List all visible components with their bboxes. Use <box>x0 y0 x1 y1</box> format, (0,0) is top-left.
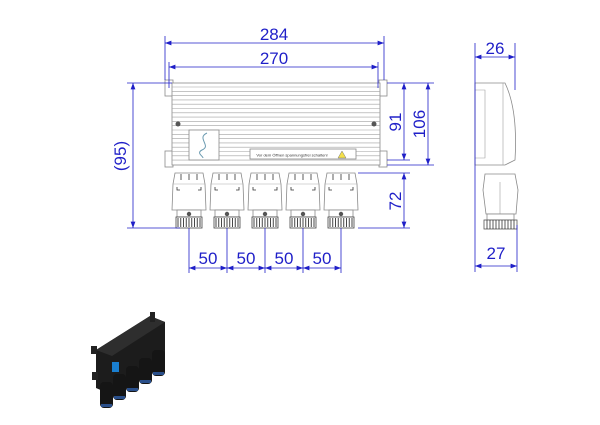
actuator <box>247 172 283 229</box>
dim-pitch-4: 50 <box>313 249 332 268</box>
product-3d-render <box>91 312 165 408</box>
dim-side-housing: 26 <box>486 39 505 58</box>
dim-side-actuator: 27 <box>487 244 506 263</box>
dim-housing-inner: 91 <box>386 113 405 132</box>
dim-actuator-height: 72 <box>386 192 405 211</box>
dim-pitch-2: 50 <box>237 249 256 268</box>
actuator <box>171 172 207 229</box>
dim-overall-height: (95) <box>111 141 130 171</box>
actuators-front-view <box>171 172 359 229</box>
display-window-render <box>112 362 119 372</box>
warning-triangle-icon <box>337 150 347 159</box>
housing-side-view <box>474 82 519 230</box>
warning-label-text: Vor dem Öffnen spannungsfrei schalten! <box>256 153 327 158</box>
dim-overall-width: 284 <box>260 25 288 44</box>
dim-mount-spacing: 270 <box>260 49 288 68</box>
dim-pitch-3: 50 <box>275 249 294 268</box>
warning-label <box>249 148 357 160</box>
housing-front-view: Vor dem Öffnen spannungsfrei schalten! <box>164 79 388 168</box>
dimensions: 284 270 (95) 91 106 72 50 50 50 50 <box>111 25 518 273</box>
dim-pitch-1: 50 <box>199 249 218 268</box>
dim-housing-outer: 106 <box>410 110 429 138</box>
actuator <box>323 172 359 229</box>
actuator <box>285 172 321 229</box>
actuator <box>209 172 245 229</box>
